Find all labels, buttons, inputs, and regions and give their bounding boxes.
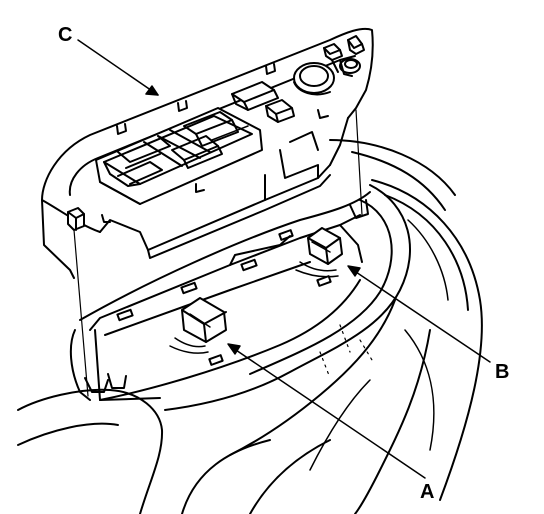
- window-switch-bank: [95, 107, 263, 205]
- connector-b: [295, 227, 343, 278]
- leader-arrows: [77, 39, 491, 479]
- switch-recess-tray: [69, 191, 371, 401]
- mirror-control-knob: [293, 62, 335, 96]
- lock-switch: [231, 81, 279, 111]
- connector-a: [169, 297, 227, 354]
- door-armrest-trim: [17, 139, 483, 514]
- mirror-selector-switches: [323, 35, 365, 77]
- panel-mounting-tab: [67, 207, 85, 231]
- callout-b-label: B: [495, 361, 510, 383]
- callout-c-label: C: [58, 24, 73, 46]
- small-square-button: [265, 99, 295, 123]
- alignment-lines: [73, 109, 363, 397]
- master-switch-panel: [41, 27, 374, 279]
- callout-a-label: A: [420, 481, 435, 503]
